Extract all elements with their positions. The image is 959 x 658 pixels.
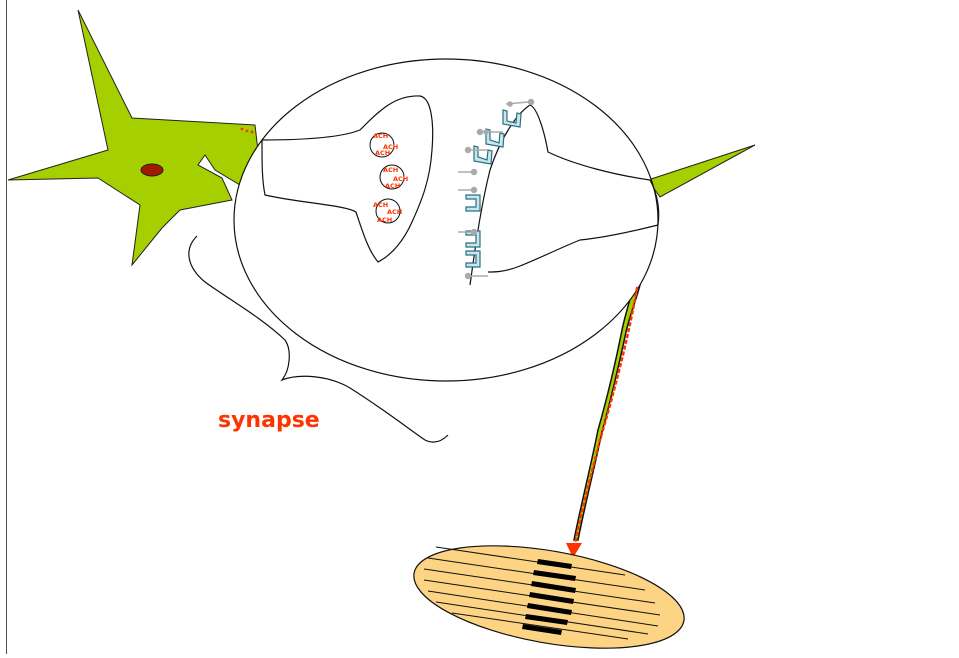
muscle-fiber bbox=[406, 528, 692, 654]
zoom-circle bbox=[234, 59, 658, 381]
neuron-nucleus bbox=[141, 164, 163, 176]
presynaptic-neuron bbox=[8, 10, 262, 265]
vesicle-1-label-3: ACH bbox=[375, 149, 390, 157]
vesicle-3-label-1: ACH bbox=[373, 201, 388, 209]
vesicle-2-label-3: ACH bbox=[385, 182, 400, 190]
synapse-label: synapse bbox=[218, 408, 320, 433]
vesicle-2-label-1: ACH bbox=[383, 166, 398, 174]
left-border-line bbox=[6, 0, 7, 654]
vesicle-3-label-3: ACH bbox=[377, 216, 392, 224]
postsynaptic-neuron-right bbox=[648, 145, 755, 197]
vesicle-1-label-1: ACH bbox=[373, 132, 388, 140]
vesicle-3-label-2: ACH bbox=[387, 208, 402, 216]
